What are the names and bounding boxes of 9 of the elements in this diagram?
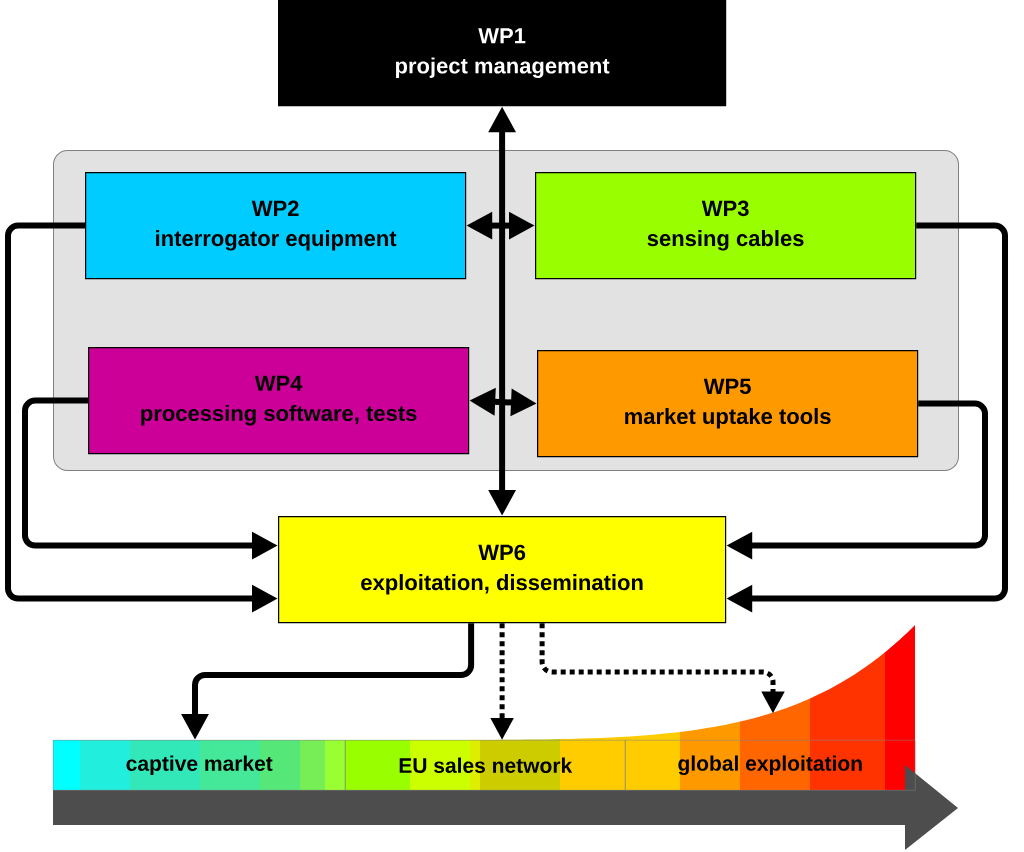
work-package-box: WP5 market uptake tools xyxy=(537,350,919,458)
work-package-box: WP1 project management xyxy=(278,0,727,107)
work-package-box: WP2 interrogator equipment xyxy=(85,172,467,280)
work-package-box: WP3 sensing cables xyxy=(535,172,917,280)
market-segment: EU sales network xyxy=(345,740,626,791)
work-package-box: WP4 processing software, tests xyxy=(88,347,470,455)
market-segment: captive market xyxy=(53,740,346,791)
market-segment: global exploitation xyxy=(625,740,916,791)
work-package-box: WP6 exploitation, dissemination xyxy=(278,516,727,624)
